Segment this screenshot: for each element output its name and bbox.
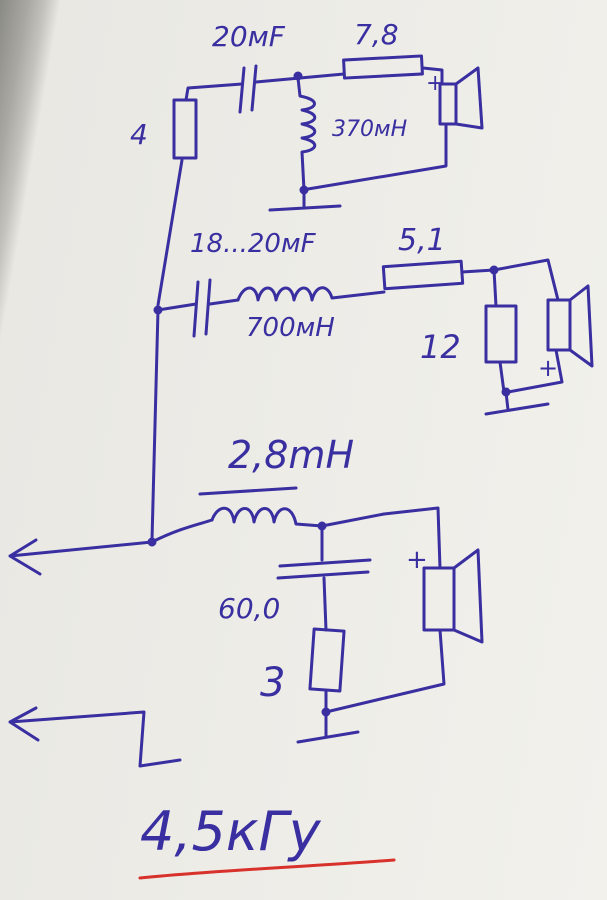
resistor-12 <box>484 304 518 364</box>
wire <box>498 360 506 394</box>
resistor-7-8 <box>342 54 424 80</box>
midrange-section <box>153 258 594 416</box>
label-ind-top: 370мH <box>332 117 407 142</box>
wire <box>506 348 564 394</box>
tweeter-speaker <box>438 66 484 130</box>
wire <box>150 518 214 544</box>
label-cap-top: 20мF <box>212 20 286 53</box>
input-arrow-plus <box>8 538 154 576</box>
wire <box>421 66 444 86</box>
label-res-low: 3 <box>260 660 285 706</box>
label-plus-mid: + <box>538 354 558 382</box>
label-crossover-frequency: 4,5кГу <box>140 800 322 863</box>
label-ind-low: 2,8mH <box>228 433 354 477</box>
capacitor-60 <box>276 558 372 580</box>
ground-mid <box>484 390 550 416</box>
wire <box>300 122 448 192</box>
wire <box>492 268 498 308</box>
wire <box>156 158 184 307</box>
input-arrow-minus <box>8 706 182 768</box>
label-res-top: 7,8 <box>354 18 399 51</box>
main-bus <box>150 308 160 542</box>
resistor-4 <box>172 98 198 160</box>
label-res-mid-shunt: 12 <box>420 328 461 366</box>
wire <box>460 268 496 274</box>
wire <box>208 298 240 306</box>
label-res-in: 4 <box>130 118 148 151</box>
wire <box>492 258 560 302</box>
ground-low <box>296 710 360 744</box>
wire <box>324 628 446 714</box>
label-plus-low: + <box>406 545 428 575</box>
resistor-3 <box>308 627 346 693</box>
inductor-370mh <box>296 76 317 192</box>
wire <box>320 506 442 570</box>
inductor-2-8mh <box>210 506 324 528</box>
label-cap-low: 60,0 <box>218 592 280 625</box>
wire <box>156 302 198 312</box>
capacitor-18-20uf <box>192 278 212 338</box>
label-cap-mid: 18...20мF <box>190 229 317 259</box>
wire <box>322 576 328 632</box>
capacitor-20uf <box>238 64 258 114</box>
woofer-speaker <box>422 548 484 644</box>
label-res-mid: 5,1 <box>398 223 446 258</box>
inductor-core <box>198 486 298 496</box>
label-ind-mid: 700мH <box>246 313 335 343</box>
midrange-speaker <box>546 284 594 368</box>
woofer-section <box>8 486 484 768</box>
wire <box>184 82 244 102</box>
label-plus-top: + <box>426 71 444 96</box>
inductor-700mh <box>236 286 386 302</box>
ground-top <box>268 188 342 212</box>
red-underline <box>138 858 396 880</box>
tweeter-section <box>156 54 484 307</box>
resistor-5-1 <box>381 259 465 291</box>
